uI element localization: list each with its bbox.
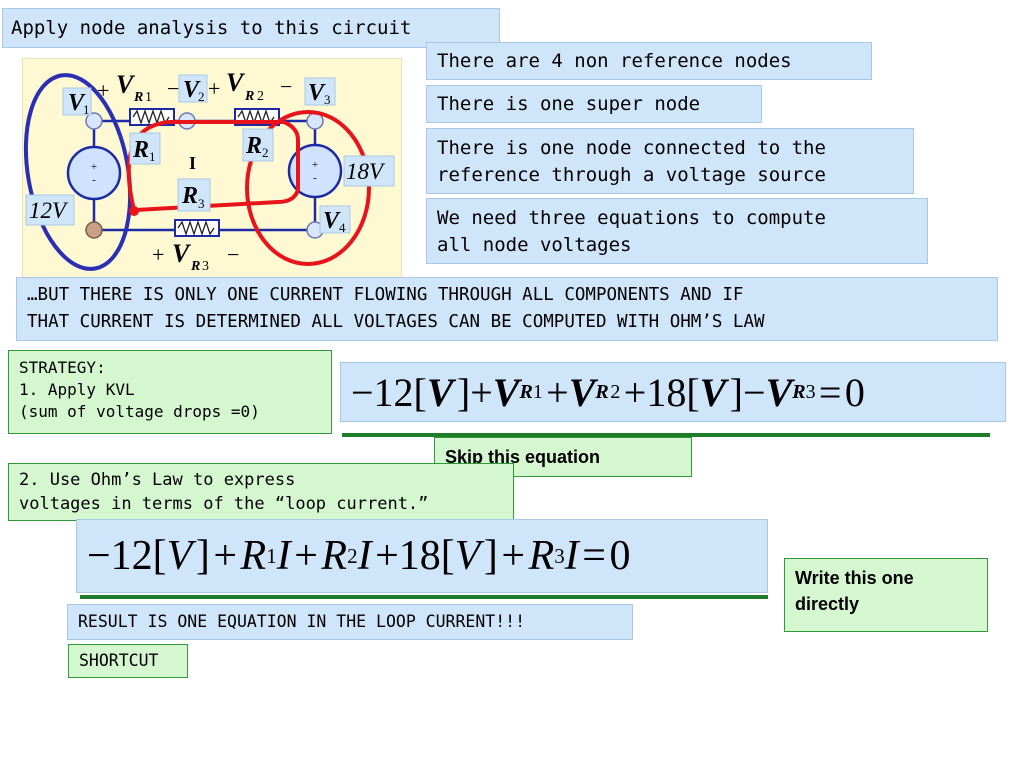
- svg-text:−: −: [280, 74, 292, 99]
- slide-title: Apply node analysis to this circuit: [2, 8, 500, 48]
- node-reference: [85, 221, 103, 239]
- svg-text:+: +: [91, 161, 97, 173]
- loop-arrow-head: [129, 206, 139, 216]
- svg-text:V: V: [226, 68, 246, 97]
- svg-text:+: +: [208, 76, 220, 101]
- label-vr1: + V R 1 −: [97, 70, 179, 105]
- svg-text:R: R: [132, 137, 149, 163]
- svg-text:4: 4: [339, 220, 346, 235]
- svg-text:-: -: [313, 172, 317, 184]
- svg-text:R: R: [133, 90, 143, 105]
- label-vr2: + V R 2 −: [208, 68, 292, 104]
- resistor-r3: [174, 219, 220, 237]
- shortcut-label: SHORTCUT: [68, 644, 188, 678]
- svg-text:V: V: [172, 239, 192, 268]
- svg-text:3: 3: [198, 196, 205, 211]
- fact-super-node: There is one super node: [426, 85, 762, 123]
- svg-text:12V: 12V: [29, 198, 69, 223]
- strategy-note: STRATEGY: 1. Apply KVL (sum of voltage d…: [8, 350, 332, 434]
- label-current: I: [189, 153, 196, 173]
- svg-text:R: R: [190, 259, 200, 274]
- fact-three-equations: We need three equations to compute all n…: [426, 198, 928, 264]
- label-r1: R 1: [129, 132, 161, 165]
- svg-text:R: R: [181, 183, 198, 209]
- svg-text:2: 2: [257, 89, 264, 104]
- svg-text:V: V: [116, 70, 136, 99]
- label-r2: R 2: [242, 128, 274, 162]
- svg-text:V: V: [308, 80, 326, 106]
- svg-text:+: +: [97, 78, 109, 103]
- svg-text:V: V: [68, 90, 86, 116]
- svg-text:R: R: [245, 133, 262, 159]
- svg-text:18V: 18V: [346, 159, 386, 184]
- label-r3: R 3: [177, 178, 211, 212]
- svg-text:3: 3: [202, 259, 209, 274]
- label-source-right: 18V: [343, 155, 395, 187]
- label-v2: V 2: [178, 74, 208, 104]
- node-v1: [85, 112, 103, 130]
- label-v3: V 3: [304, 77, 336, 107]
- svg-text:+: +: [312, 159, 318, 171]
- circuit-diagram: + - + - V 1 V 2 V 3 V 4 R 1: [22, 58, 402, 278]
- svg-text:−: −: [167, 76, 179, 101]
- svg-text:2: 2: [262, 145, 269, 160]
- label-source-left: 12V: [25, 194, 75, 226]
- svg-text:1: 1: [83, 102, 90, 117]
- loop-equation-underline: [80, 595, 768, 599]
- voltage-source-left: + -: [66, 145, 122, 201]
- ohms-law-banner: …BUT THERE IS ONLY ONE CURRENT FLOWING T…: [16, 277, 998, 341]
- label-vr3: + V R 3 −: [152, 239, 239, 274]
- svg-text:−: −: [227, 242, 239, 267]
- fact-nonreference-nodes: There are 4 non reference nodes: [426, 42, 872, 80]
- svg-text:+: +: [152, 242, 164, 267]
- svg-text:V: V: [323, 208, 341, 234]
- label-v4: V 4: [319, 205, 351, 235]
- result-note: RESULT IS ONE EQUATION IN THE LOOP CURRE…: [67, 604, 633, 640]
- svg-text:1: 1: [145, 90, 152, 105]
- write-directly-note: Write this one directly: [784, 558, 988, 632]
- kvl-underline: [342, 433, 990, 437]
- voltage-source-right: + -: [287, 143, 343, 199]
- svg-text:1: 1: [149, 149, 156, 164]
- svg-text:V: V: [183, 77, 201, 103]
- ohms-law-step: 2. Use Ohm’s Law to express voltages in …: [8, 463, 514, 521]
- svg-text:-: -: [92, 174, 96, 186]
- fact-reference-node: There is one node connected to the refer…: [426, 128, 914, 194]
- svg-text:3: 3: [324, 92, 331, 107]
- svg-text:2: 2: [198, 89, 205, 104]
- supernode-oval: [245, 110, 371, 266]
- label-v1: V 1: [62, 87, 92, 117]
- svg-text:R: R: [244, 89, 254, 104]
